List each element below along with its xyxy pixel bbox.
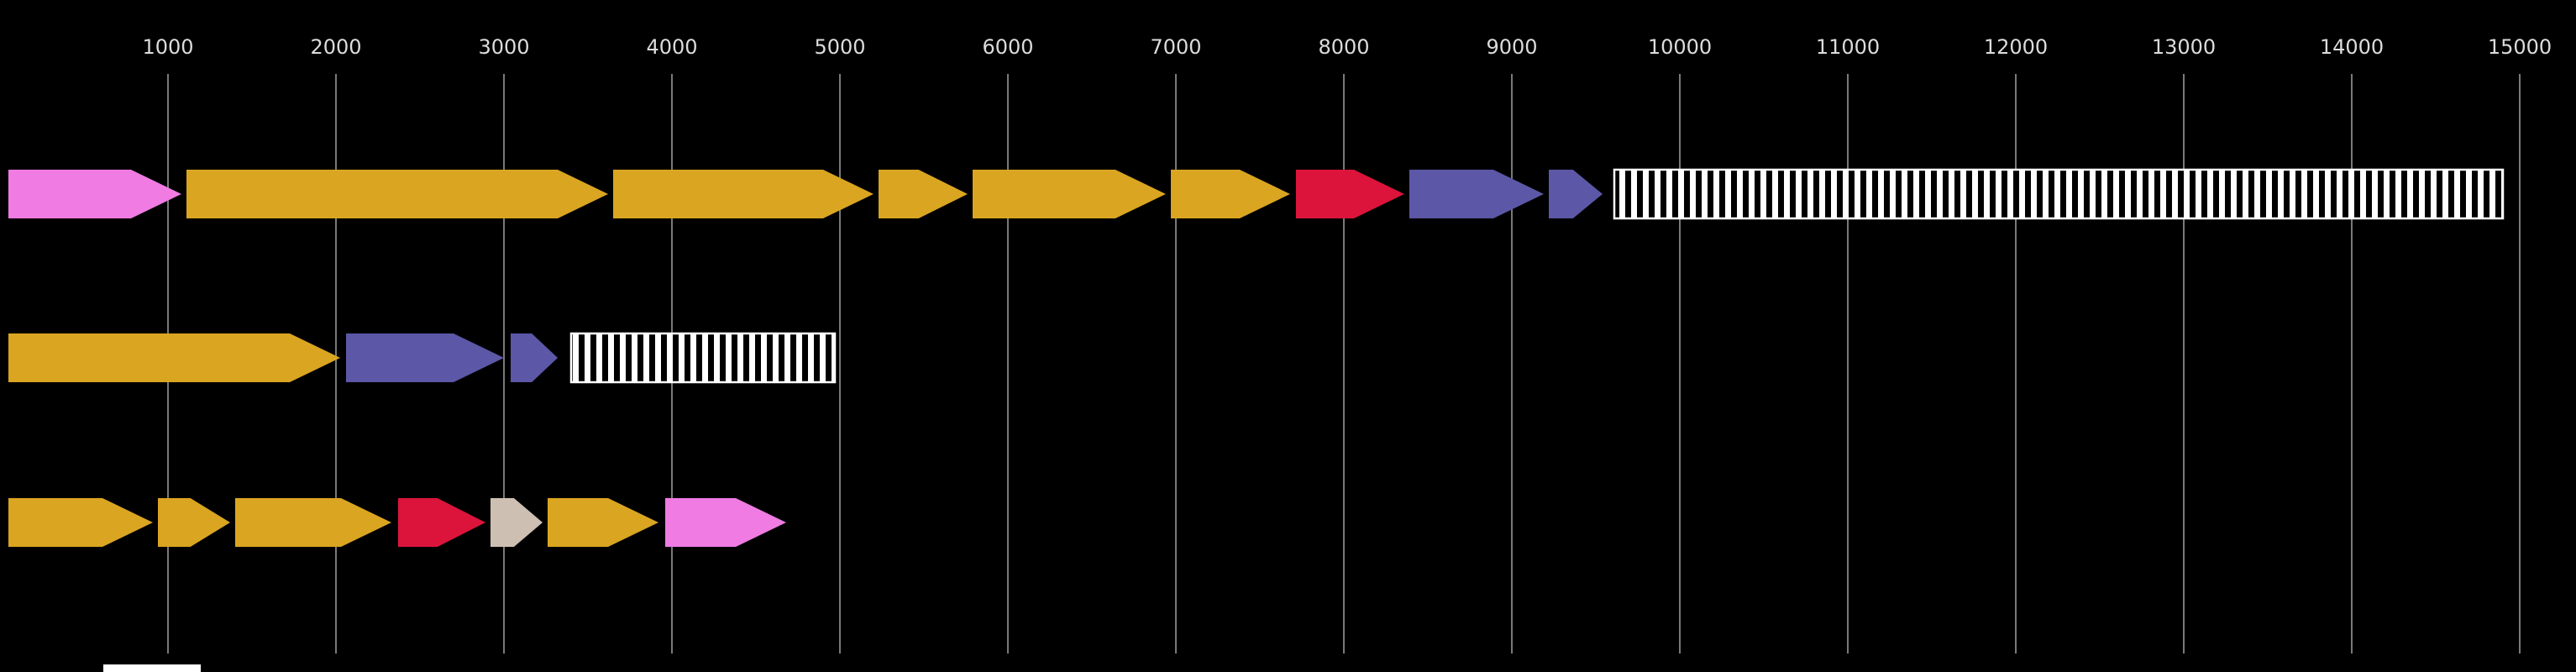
- gene-arrow-red: [398, 498, 485, 547]
- axis-tick-label: 3000: [478, 35, 529, 59]
- gene-arrow-blue: [1409, 170, 1544, 218]
- axis-tick-label: 6000: [982, 35, 1033, 59]
- axis-tick-label: 15000: [2488, 35, 2552, 59]
- axis-tick-label: 5000: [814, 35, 865, 59]
- tracks-group: [8, 168, 2505, 547]
- gene-arrow-blue: [346, 333, 504, 382]
- axis-tick-label: 14000: [2320, 35, 2384, 59]
- gene-arrow-gold: [1171, 170, 1290, 218]
- axis-tick-label: 7000: [1150, 35, 1201, 59]
- track-cluster-2: [8, 332, 837, 384]
- gene-arrow-tan: [491, 498, 543, 547]
- pseudogene-hatched-box: [569, 332, 837, 384]
- axis-tick-label: 12000: [1984, 35, 2048, 59]
- gene-arrow-gold: [548, 498, 658, 547]
- gene-arrow-gold: [879, 170, 968, 218]
- axis-tick-label: 4000: [646, 35, 697, 59]
- cropped-bottom-fragment: [103, 664, 201, 672]
- gene-arrow-blue: [511, 333, 558, 382]
- gene-arrow-gold: [186, 170, 608, 218]
- axis-tick-label: 2000: [310, 35, 361, 59]
- axis-tick-label: 9000: [1486, 35, 1537, 59]
- axis-tick-label: 8000: [1318, 35, 1369, 59]
- gene-arrow-gold: [973, 170, 1166, 218]
- gene-arrow-gold: [158, 498, 230, 547]
- gene-arrow-gold: [8, 498, 153, 547]
- track-cluster-1: [8, 168, 2505, 220]
- axis-tick-label: 1000: [142, 35, 193, 59]
- axis-tick-label: 13000: [2152, 35, 2216, 59]
- gene-arrow-gold: [8, 333, 340, 382]
- axis-tick-labels-group: 1000 2000 3000 4000 5000 6000 7000 8000 9000 1000…: [142, 35, 2552, 59]
- pseudogene-hatched-box: [1613, 168, 2505, 220]
- gene-arrow-pink: [665, 498, 786, 547]
- gene-arrow-blue: [1549, 170, 1603, 218]
- axis-tick-label: 11000: [1816, 35, 1880, 59]
- axis-tick-label: 10000: [1648, 35, 1712, 59]
- gene-arrow-gold: [235, 498, 391, 547]
- track-cluster-3: [8, 498, 786, 547]
- gene-arrow-gold: [613, 170, 874, 218]
- gene-arrow-pink: [8, 170, 181, 218]
- gene-arrow-red: [1296, 170, 1404, 218]
